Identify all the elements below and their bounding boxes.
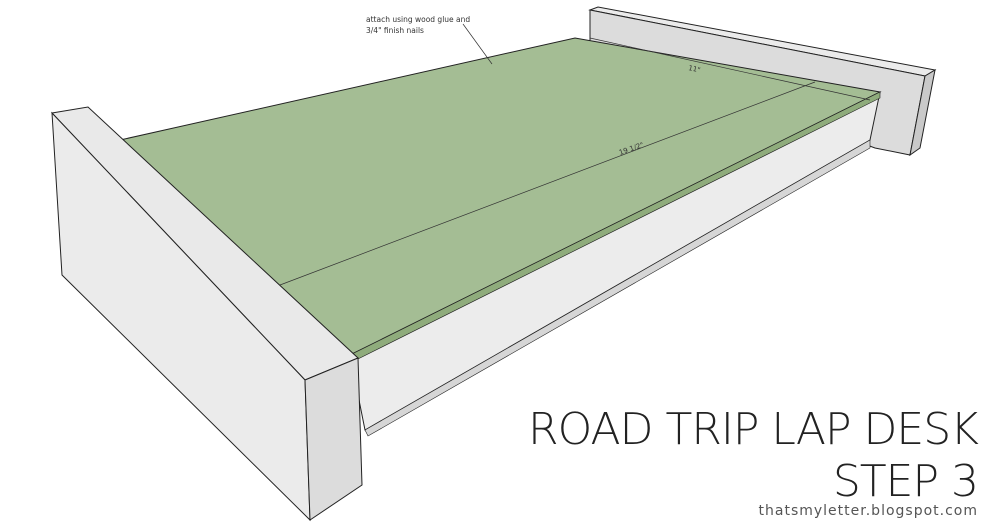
- dimension-line-width: [589, 37, 871, 101]
- dimension-line-length: [279, 81, 816, 286]
- front-rail-end: [304, 357, 363, 521]
- blog-credit: thatsmyletter.blogspot.com: [758, 503, 978, 519]
- front-skirt-shadow: [364, 139, 871, 437]
- title-line-2: STEP 3: [832, 456, 979, 507]
- callout-text-line2: 3/4" finish nails: [366, 26, 424, 35]
- callout-text-line1: attach using wood glue and: [366, 15, 470, 24]
- callout-leader: [462, 23, 493, 65]
- dimension-label-width: 11": [688, 64, 702, 74]
- title-line-1: ROAD TRIP LAP DESK: [528, 404, 979, 455]
- back-rail-end: [909, 68, 936, 157]
